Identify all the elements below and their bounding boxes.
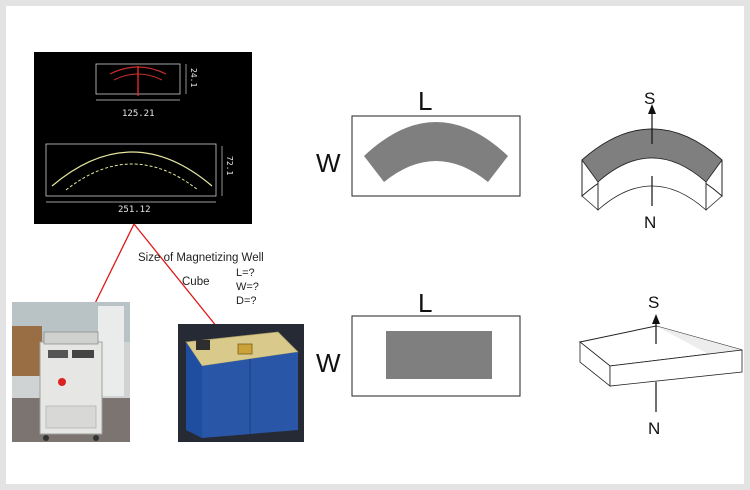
cad-top-profile: 125.21 24.1 [95, 63, 198, 119]
annotation-title: Size of Magnetizing Well [138, 252, 264, 264]
cad-bottom-profile: 251.12 72.1 [45, 143, 234, 215]
figure-canvas: 125.21 24.1 251.12 72.1 Size of Magnetiz… [12, 52, 743, 442]
block-length-label: L [418, 288, 432, 318]
cad-dim-top-width: 125.21 [122, 109, 155, 119]
block-magnet-3d-view: S N [578, 293, 743, 438]
block-magnet-shape [386, 331, 492, 379]
arc-magnet-3d-view: S N [581, 89, 723, 232]
block-magnet-arrowhead [652, 314, 660, 324]
cad-background [34, 52, 252, 224]
cad-drawing: 125.21 24.1 251.12 72.1 [34, 52, 252, 224]
block-south-label: S [648, 293, 659, 312]
block-magnet-top-view: L W [316, 288, 521, 397]
magnetizer-machine-photo [12, 302, 130, 442]
cad-dim-bottom-width: 251.12 [118, 205, 151, 215]
annotation-cube-label: Cube [182, 276, 210, 288]
block-north-label: N [648, 419, 660, 438]
arc-length-label: L [418, 86, 432, 116]
arc-magnet-shape [364, 122, 508, 182]
cad-dim-bottom-height: 72.1 [225, 156, 234, 175]
annotation-d-value: D=? [236, 295, 257, 307]
arc-magnet-arrowhead [648, 104, 656, 114]
block-width-label: W [316, 348, 341, 378]
figure-frame: 125.21 24.1 251.12 72.1 Size of Magnetiz… [6, 6, 744, 484]
arc-south-label: S [644, 89, 655, 108]
magnetizing-well-photo [178, 324, 304, 442]
arc-width-label: W [316, 148, 341, 178]
cad-dim-top-height: 24.1 [189, 68, 198, 87]
arc-magnet-top-view: L W [316, 86, 521, 197]
annotation-w-value: W=? [236, 281, 259, 293]
magnetizing-well-annotation: Size of Magnetizing Well Cube L=? W=? D=… [138, 252, 264, 307]
arc-north-label: N [644, 213, 656, 232]
annotation-l-value: L=? [236, 267, 255, 279]
